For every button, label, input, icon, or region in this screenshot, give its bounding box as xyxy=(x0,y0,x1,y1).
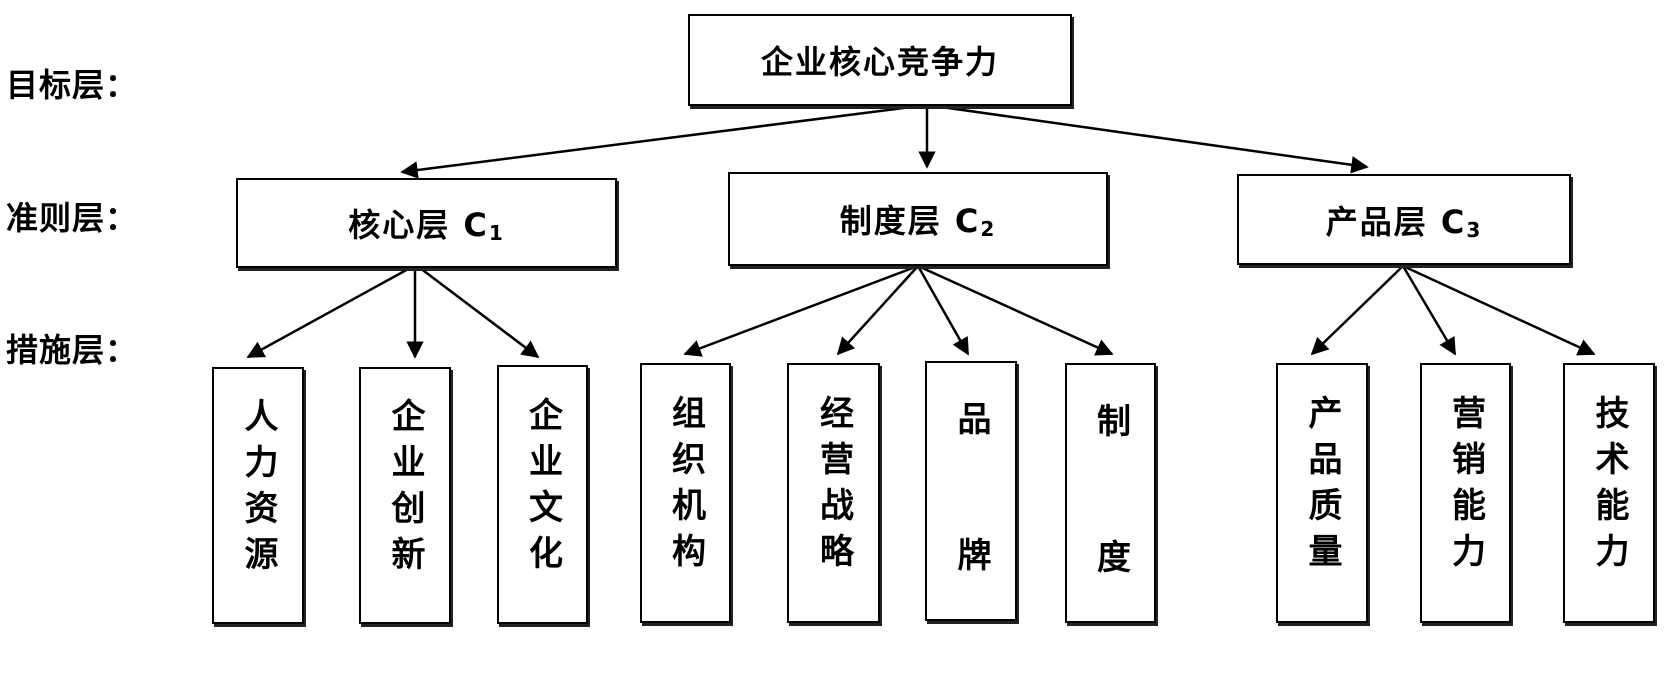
measure-box-organization: 组织机构 xyxy=(640,363,731,623)
criteria-box-c2: 制度层 C2 xyxy=(728,172,1108,266)
measure-label: 企业创新 xyxy=(385,397,425,582)
level-label-criteria: 准则层： xyxy=(6,199,139,237)
measure-box-brand: 品牌 xyxy=(925,361,1017,673)
measure-box-marketing: 营销能力 xyxy=(1420,363,1511,623)
arrow-c3-to-m10 xyxy=(1402,264,1596,356)
measure-box-system: 制度 xyxy=(1065,363,1156,675)
criteria-sub-c2: 2 xyxy=(980,217,997,241)
measure-box-culture: 企业文化 xyxy=(497,365,588,624)
arrow-c1-to-m1 xyxy=(246,266,411,359)
measure-label: 技术能力 xyxy=(1589,395,1629,579)
measure-label: 制度 xyxy=(1090,403,1131,675)
criteria-label-c2: 制度层 C xyxy=(839,202,981,240)
measure-label: 品牌 xyxy=(951,401,991,673)
arrow-c2-to-m7 xyxy=(917,264,1114,356)
measure-label: 人力资源 xyxy=(238,397,278,582)
measure-label: 经营战略 xyxy=(813,395,854,579)
goal-label: 企业核心竞争力 xyxy=(760,43,999,81)
arrow-goal-to-c1 xyxy=(400,103,928,179)
measure-box-innovation: 企业创新 xyxy=(359,367,451,624)
arrow-c2-to-m6 xyxy=(916,265,970,356)
measure-box-technology: 技术能力 xyxy=(1563,363,1655,623)
measure-label: 营销能力 xyxy=(1445,395,1486,579)
measure-box-product-quality: 产品质量 xyxy=(1276,363,1368,623)
criteria-sub-c1: 1 xyxy=(488,221,505,245)
criteria-sub-c3: 3 xyxy=(1466,217,1483,242)
arrow-goal-to-c3 xyxy=(926,103,1369,174)
level-label-measures: 措施层： xyxy=(6,331,139,369)
hierarchy-diagram: 目标层： 准则层： 措施层： 企业核心竞争力 核心层 C1 制度层 C2 产品层… xyxy=(6,14,1655,675)
arrow-c3-to-m8 xyxy=(1310,265,1404,356)
criteria-box-c1: 核心层 C1 xyxy=(236,178,617,268)
level-label-goal: 目标层： xyxy=(6,66,139,104)
goal-box: 企业核心竞争力 xyxy=(688,14,1072,106)
arrow-c2-to-m4 xyxy=(683,264,919,357)
measure-box-strategy: 经营战略 xyxy=(787,363,880,623)
measure-label: 组织机构 xyxy=(665,395,706,579)
connector-arrows xyxy=(246,103,1596,359)
arrow-c2-to-m5 xyxy=(836,265,919,356)
measure-label: 产品质量 xyxy=(1302,395,1342,579)
criteria-label-c3: 产品层 C xyxy=(1325,202,1467,241)
measure-box-human-resources: 人力资源 xyxy=(212,367,304,624)
criteria-label-c1: 核心层 C xyxy=(348,206,489,244)
measure-label: 企业文化 xyxy=(522,396,563,581)
criteria-box-c3: 产品层 C3 xyxy=(1237,174,1571,265)
arrow-c3-to-m9 xyxy=(1401,265,1457,356)
arrow-c1-to-m3 xyxy=(419,267,540,359)
